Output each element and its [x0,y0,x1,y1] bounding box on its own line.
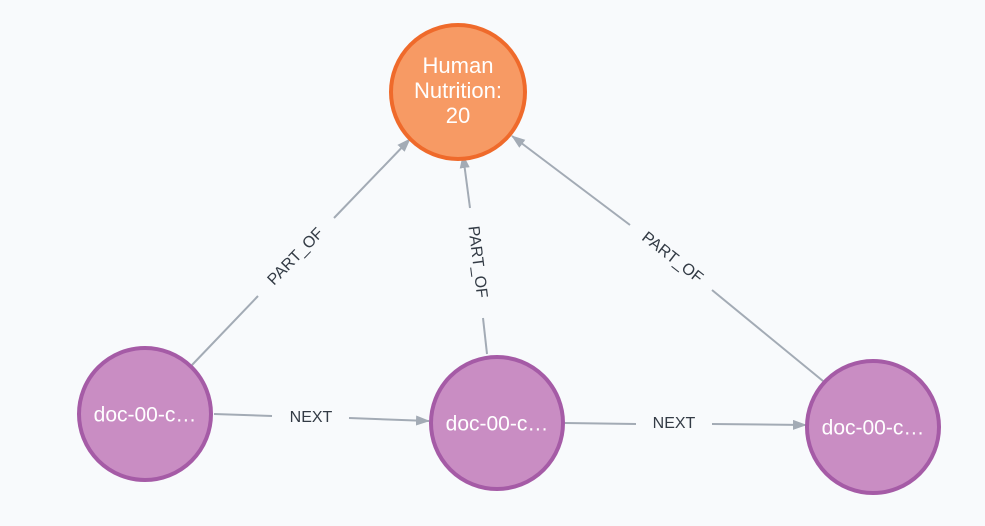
node-label-doc-1: doc-00-c… [94,404,197,427]
edge-part-of-3[interactable]: PART_OF [511,135,824,382]
edge-next-1[interactable]: NEXT [213,409,430,426]
node-doc-1[interactable]: doc-00-c… [77,346,213,482]
edge-label-next-1: NEXT [290,409,333,426]
node-doc-3[interactable]: doc-00-c… [805,359,941,495]
edge-label-part-of-2: PART_OF [464,225,490,299]
node-label-doc-3: doc-00-c… [822,417,925,440]
edge-label-part-of-3: PART_OF [638,229,706,287]
node-human-nutrition[interactable]: Human Nutrition: 20 [389,23,527,161]
edge-next-2[interactable]: NEXT [564,415,807,432]
edge-label-part-of-1: PART_OF [265,225,328,289]
node-doc-2[interactable]: doc-00-c… [429,355,565,491]
edge-part-of-2[interactable]: PART_OF [459,154,490,355]
edge-part-of-1[interactable]: PART_OF [191,138,411,366]
edge-label-next-2: NEXT [653,415,696,432]
node-label-line-1: Human [423,53,494,78]
node-label-line-2: Nutrition: [414,78,502,103]
node-label-doc-2: doc-00-c… [446,413,549,436]
node-label-line-3: 20 [446,103,470,128]
